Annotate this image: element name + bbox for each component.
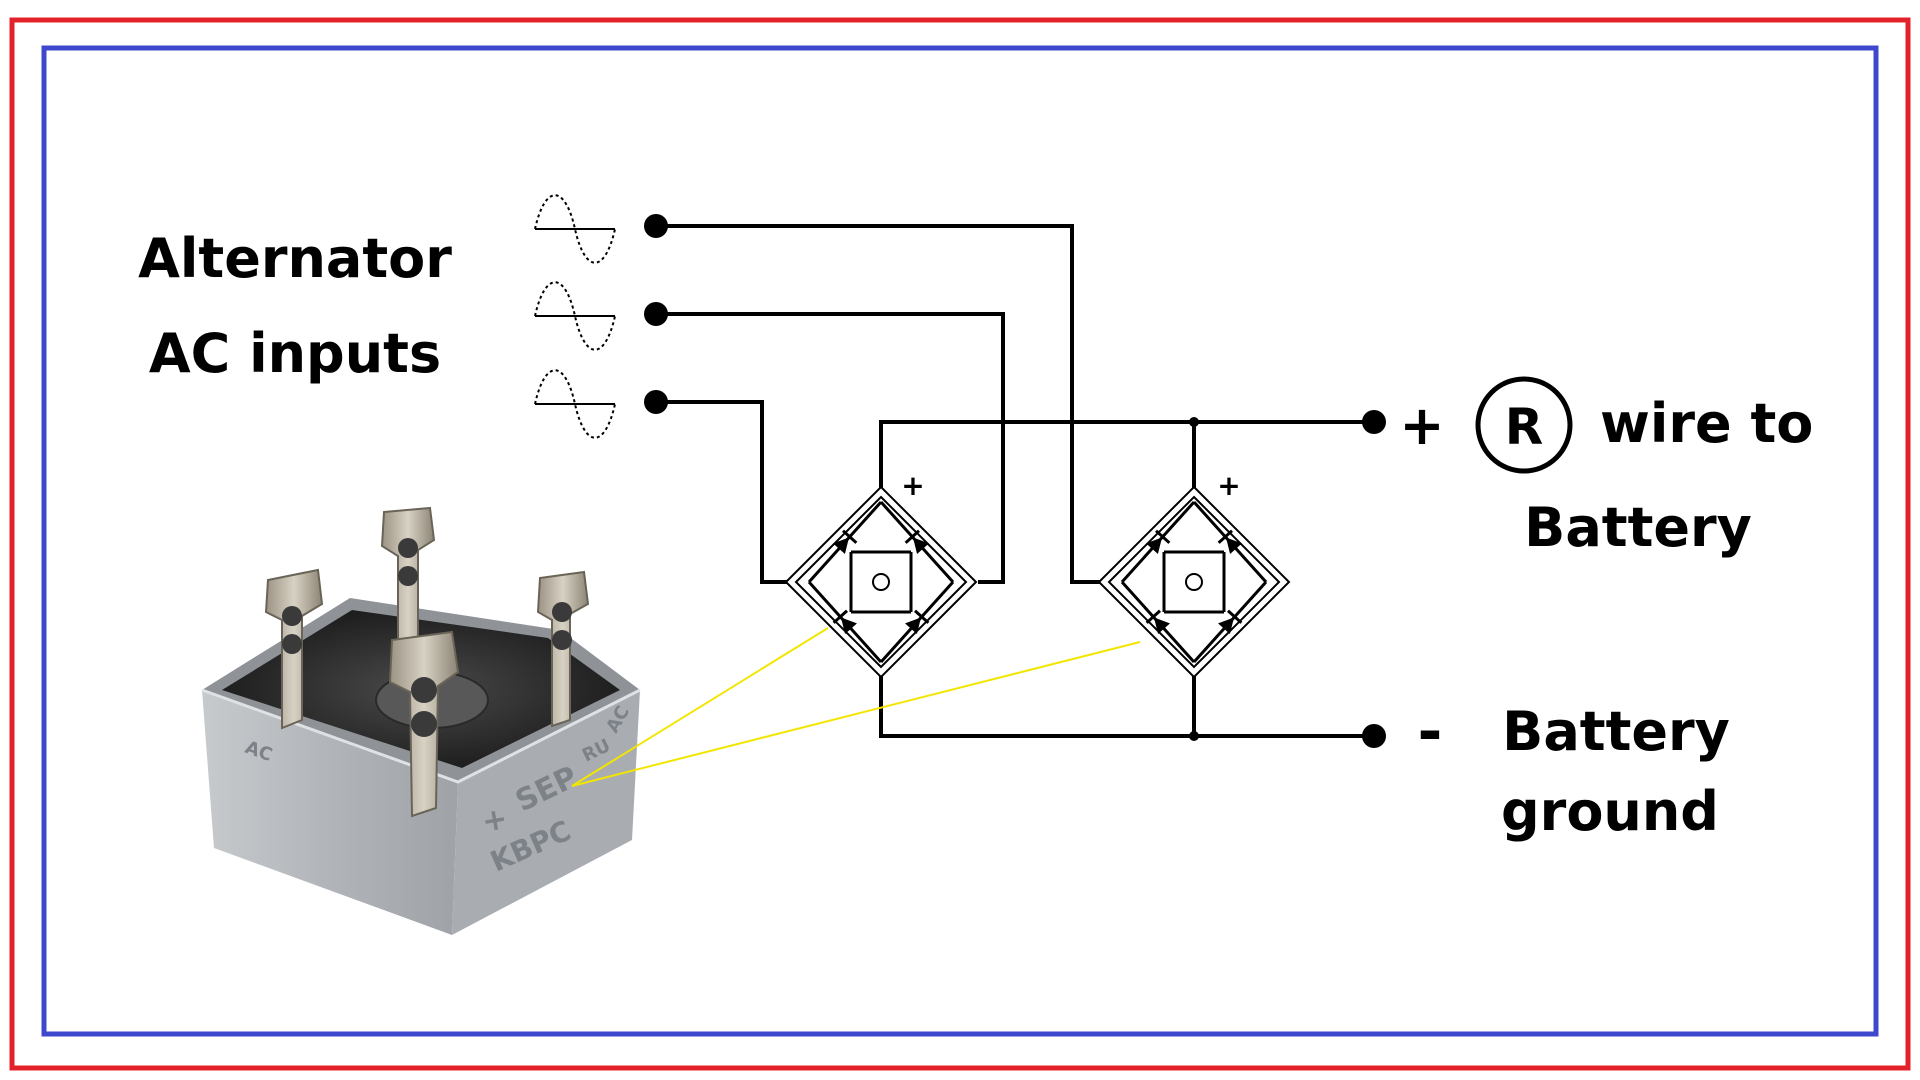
outer-border [9,17,1911,1071]
minus-label-line1: Battery [1502,700,1730,763]
leader-line-1 [571,627,829,787]
plus-sign: + [1399,394,1444,457]
title-line1: Alternator [138,227,452,290]
leader-line-2 [571,641,1141,787]
bridge-rectifier-symbol-2 [1099,487,1289,677]
minus-label-line2: ground [1501,780,1719,843]
terminal-dot-icon [1362,724,1386,748]
terminal-dot-icon [644,214,668,238]
negative-bus-wire [879,674,1376,738]
bridge-2-plus-marker: + [1217,469,1240,502]
bridge-rectifier-photo: AC + SEP RU KBPC AC [201,506,641,935]
ac-sine-icon [534,369,616,439]
junction-dot [1189,417,1199,427]
terminal-dot-icon [644,390,668,414]
r-letter: R [1505,398,1544,456]
case-marking-plus: + [479,801,510,840]
bridge-1-plus-marker: + [901,469,924,502]
r-circle-icon [1475,376,1573,474]
ac-input-wire-2 [653,312,1005,584]
positive-bus-wire [879,420,1376,490]
minus-sign: - [1418,697,1443,767]
inner-border [41,45,1879,1037]
terminal-dot-icon [1362,410,1386,434]
ac-sine-icon [534,194,616,264]
ac-input-wire-1 [653,224,1102,584]
title-line2: AC inputs [149,322,441,385]
plus-label-line2: Battery [1524,496,1752,559]
bridge-rectifier-symbol-1 [786,487,976,677]
plus-label-line1: wire to [1600,392,1813,455]
terminal-dot-icon [644,302,668,326]
ac-sine-icon [534,281,616,351]
ac-input-wire-3 [653,400,792,584]
junction-dot [1189,731,1199,741]
